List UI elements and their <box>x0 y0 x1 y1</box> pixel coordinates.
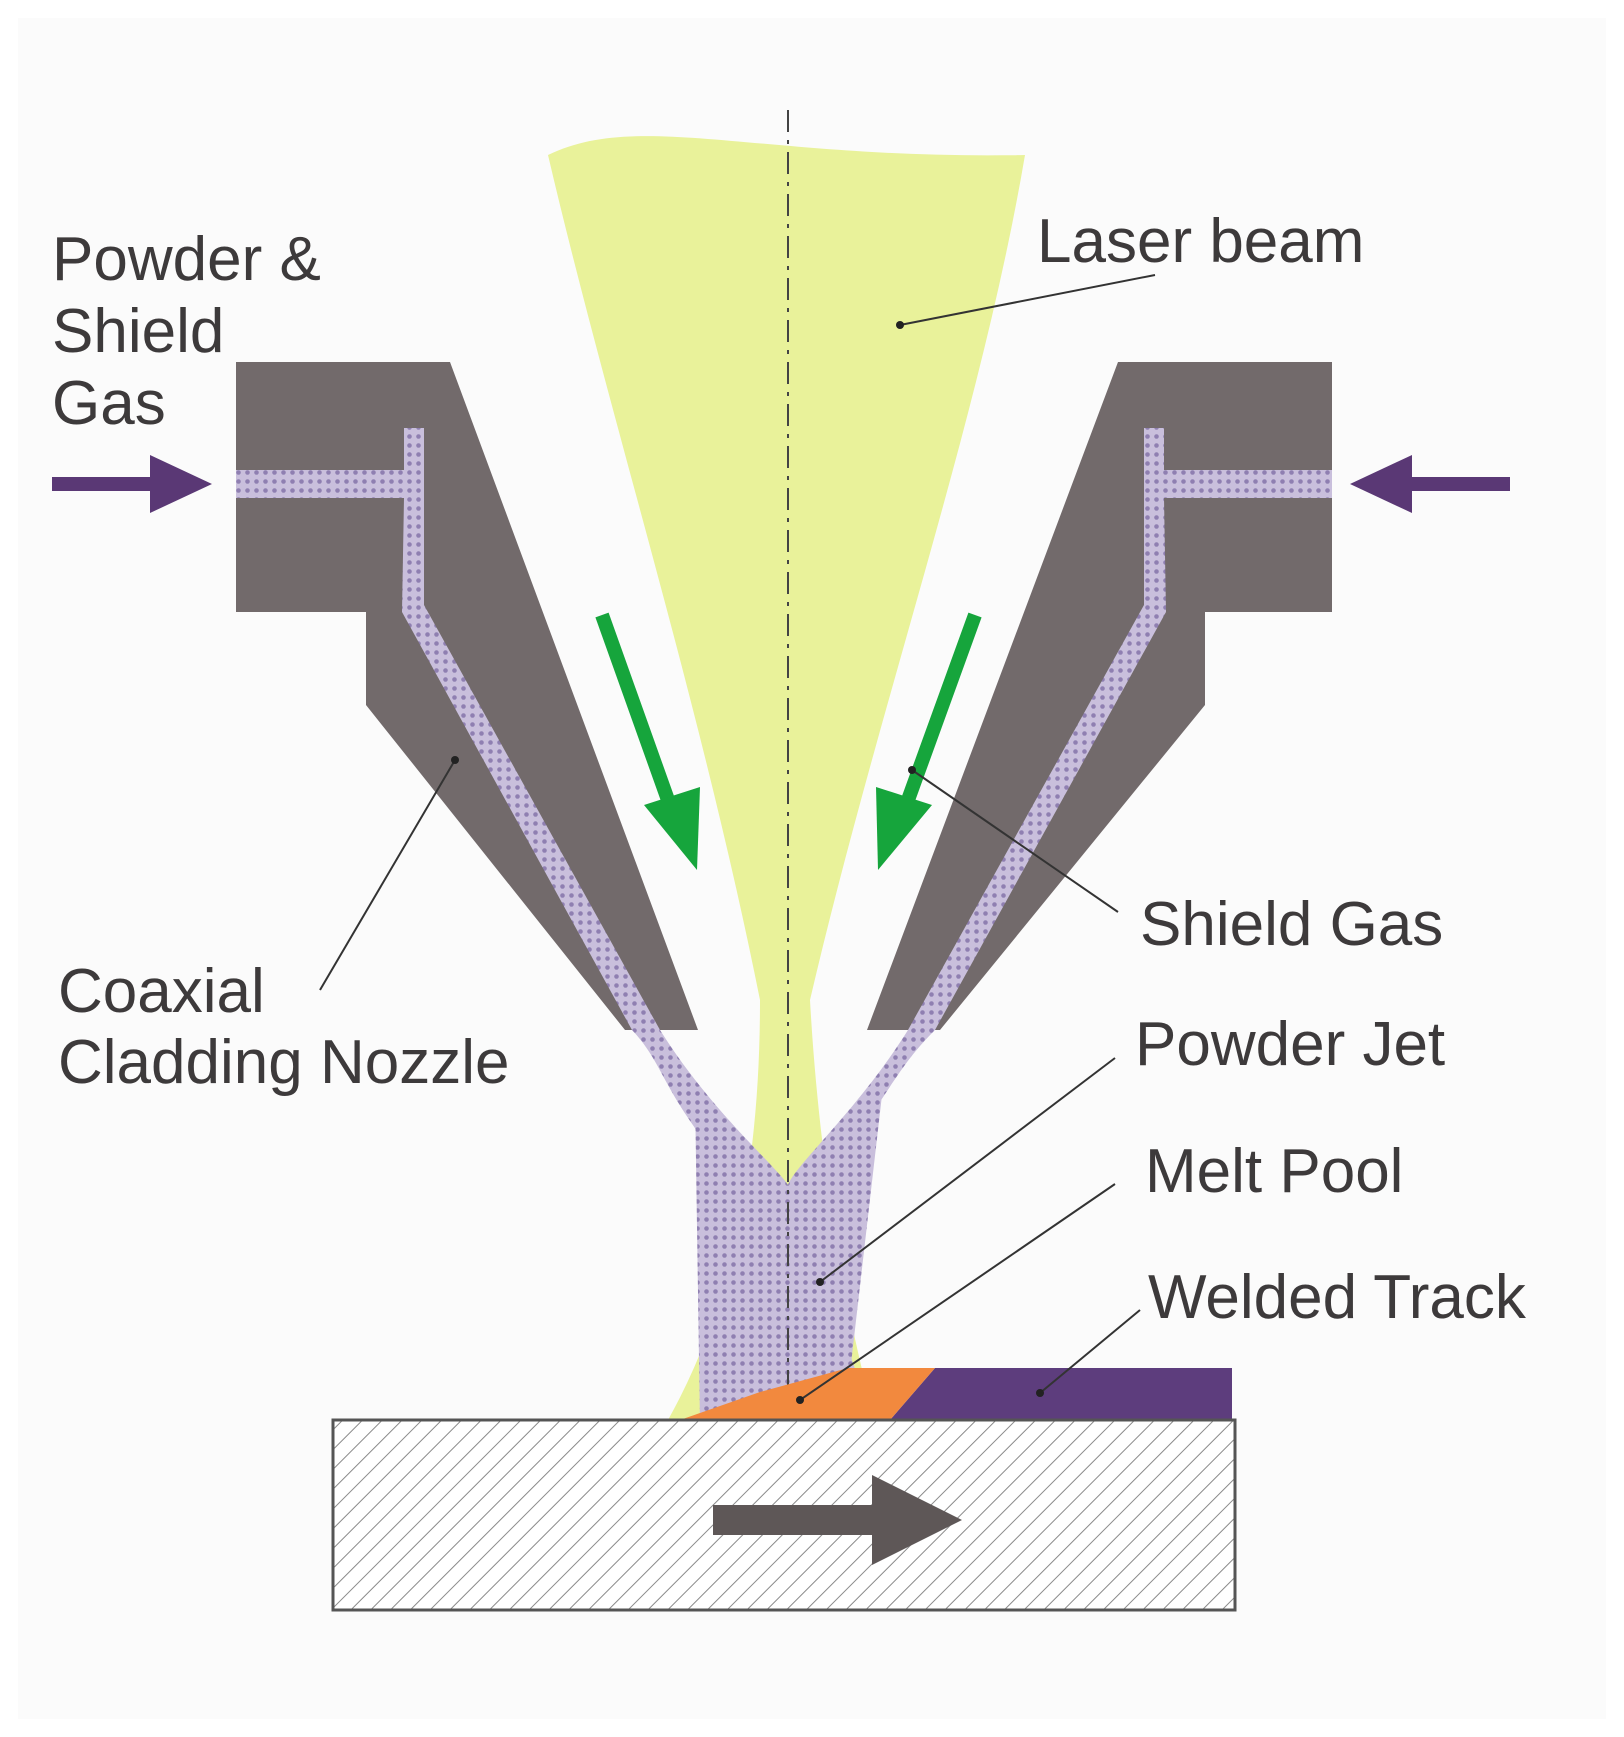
shield-gas-arrow-left <box>595 612 700 870</box>
travel-direction-arrow <box>713 1475 962 1565</box>
label-melt-pool: Melt Pool <box>1145 1137 1403 1206</box>
leader-lines <box>319 274 1156 1401</box>
label-coaxial-cladding-nozzle-line1: Coaxial <box>58 957 265 1026</box>
laser-beam <box>548 136 1025 1421</box>
label-welded-track: Welded Track <box>1148 1263 1527 1332</box>
label-powder-shield-gas-line1: Powder & <box>52 225 321 294</box>
label-powder-shield-gas-line3: Gas <box>52 369 166 438</box>
leader-dots <box>451 321 1044 1404</box>
label-laser-beam: Laser beam <box>1037 207 1364 276</box>
shield-gas-arrow-right <box>876 612 982 870</box>
label-shield-gas: Shield Gas <box>1140 890 1443 959</box>
label-coaxial-cladding-nozzle-line2: Cladding Nozzle <box>58 1028 509 1097</box>
welded-track <box>890 1368 1232 1420</box>
label-powder-shield-gas-line2: Shield <box>52 297 224 366</box>
label-powder-jet: Powder Jet <box>1135 1010 1445 1079</box>
feed-arrow-right <box>1350 455 1510 513</box>
feed-arrow-left <box>52 455 212 513</box>
